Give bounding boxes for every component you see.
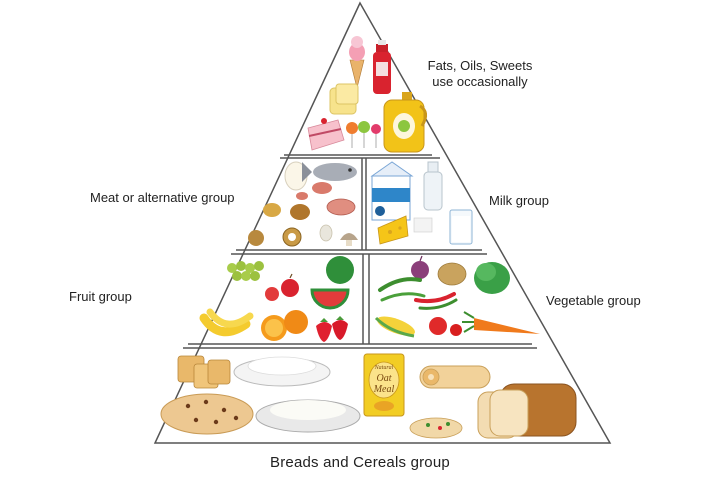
fats-label-line1: Fats, Oils, Sweets bbox=[427, 58, 533, 73]
milk-group-label: Milk group bbox=[489, 193, 549, 208]
grapes-icon bbox=[227, 261, 264, 281]
lollipop-icon bbox=[346, 121, 381, 148]
fats-oils-sweets-label: Fats, Oils, Sweets use occasionally bbox=[410, 58, 550, 90]
oatmeal-meal-text: Meal bbox=[373, 384, 395, 395]
watermelon-icon bbox=[310, 256, 354, 310]
oatmeal-pack-icon: Natural Oat Meal bbox=[363, 353, 405, 417]
banana-icon bbox=[199, 308, 254, 337]
glass-of-milk-icon bbox=[449, 209, 473, 245]
mushroom-icon bbox=[340, 233, 358, 246]
carrot-icon bbox=[462, 311, 540, 334]
peas-icon bbox=[378, 277, 426, 302]
oil-jug-icon bbox=[383, 92, 427, 153]
orange-icon bbox=[261, 310, 308, 341]
lettuce-icon bbox=[474, 262, 510, 294]
onion-icon bbox=[411, 255, 429, 279]
vegetable-group-label: Vegetable group bbox=[546, 293, 641, 308]
meat-group-label: Meat or alternative group bbox=[90, 190, 235, 205]
rice-plate-icon bbox=[233, 356, 331, 387]
oatmeal-oat-text: Oat bbox=[377, 373, 392, 384]
bread-roll-icon bbox=[419, 365, 491, 389]
fats-label-line2: use occasionally bbox=[432, 74, 528, 89]
meat-icon bbox=[296, 182, 356, 216]
pizza-icon bbox=[409, 417, 463, 439]
tier-dividers bbox=[183, 154, 537, 349]
porridge-icon bbox=[255, 399, 361, 433]
potato-icon bbox=[437, 262, 467, 286]
dried-fruit-icon bbox=[263, 203, 310, 220]
cookie-icon bbox=[160, 393, 254, 435]
tomato-icon bbox=[429, 317, 462, 336]
milk-carton-icon bbox=[370, 161, 414, 221]
bread-loaf-icon bbox=[477, 383, 577, 439]
fish-icon bbox=[302, 162, 357, 182]
fruit-group-label: Fruit group bbox=[69, 289, 132, 304]
milk-bottle-icon bbox=[423, 161, 443, 211]
bread-cereal-group-label: Breads and Cereals group bbox=[270, 454, 450, 471]
corn-icon bbox=[374, 316, 415, 338]
nuts-icon bbox=[248, 224, 333, 247]
butter-icon bbox=[329, 83, 359, 115]
apple-icon bbox=[265, 273, 299, 301]
chili-icon bbox=[414, 292, 458, 310]
crackers-icon bbox=[177, 355, 231, 389]
soda-bottle-icon bbox=[373, 40, 391, 94]
cake-slice-icon bbox=[307, 118, 345, 151]
strawberry-icon bbox=[316, 316, 348, 342]
cheese-icon bbox=[377, 215, 433, 245]
oatmeal-brand-text: Natural bbox=[374, 365, 394, 371]
ice-cream-icon bbox=[349, 36, 365, 89]
